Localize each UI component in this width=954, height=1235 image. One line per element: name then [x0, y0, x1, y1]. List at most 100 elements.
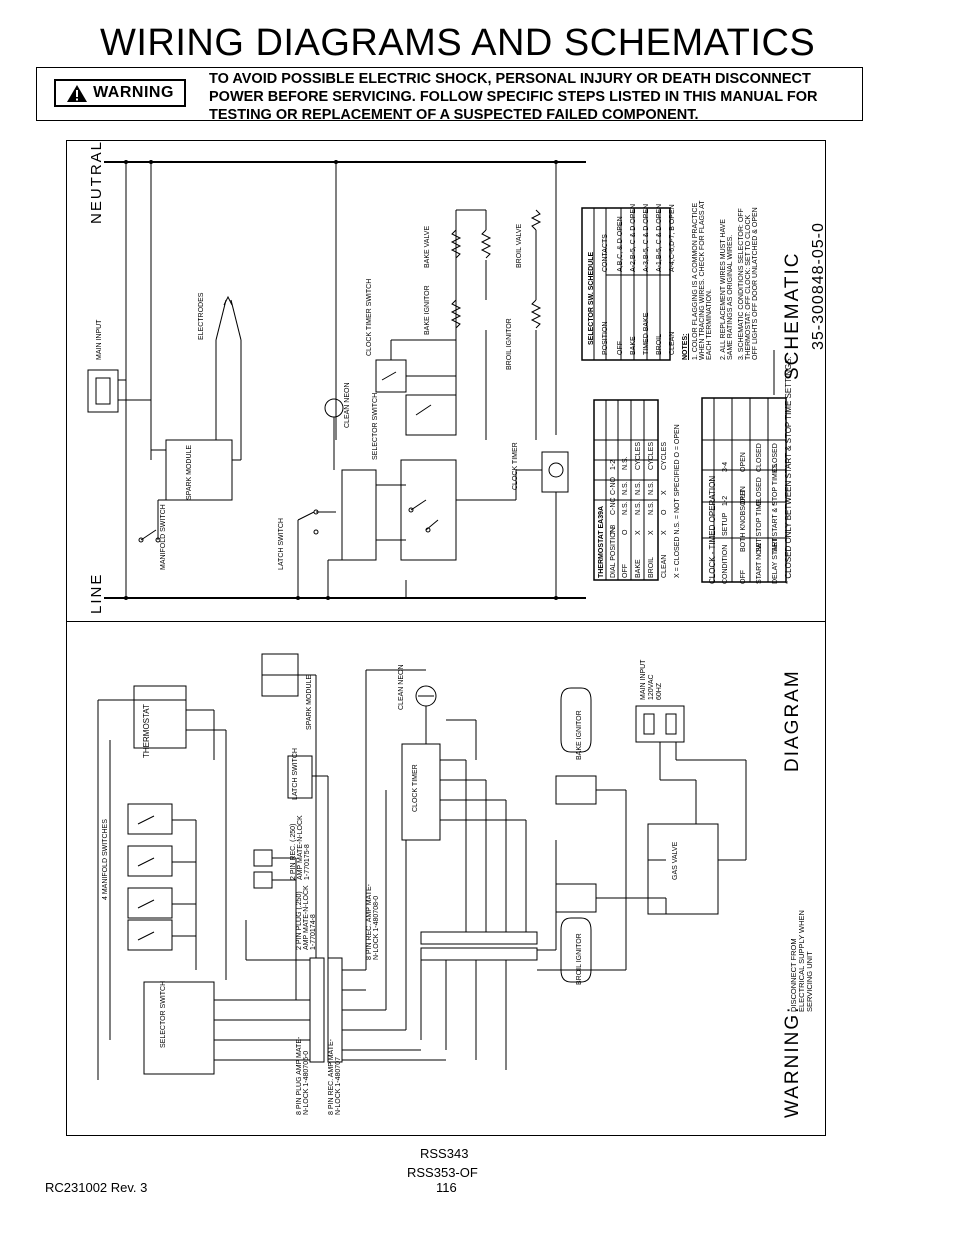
line-label: LINE	[88, 572, 105, 614]
selector-row-position: TIMED BAKE	[643, 312, 650, 355]
thermostat-table-cell: CLEAN	[661, 554, 668, 578]
clock-timer-label: CLOCK TIMER	[512, 442, 519, 490]
selector-switch-diagram-label: SELECTOR SWITCH	[160, 980, 167, 1048]
electrodes-label: ELECTRODES	[198, 292, 205, 340]
clean-neon-label: CLEAN NEON	[344, 382, 351, 428]
gas-valve-label: GAS VALVE	[672, 841, 679, 880]
clock-table-header: CONDITION	[722, 544, 729, 584]
schematic-part-number: 35-300848-05-0	[810, 222, 827, 350]
latch-switch-label: LATCH SWITCH	[278, 518, 285, 570]
drawing-divider	[66, 621, 826, 622]
thermostat-table-cell: X	[661, 530, 668, 535]
thermostat-table-header: 7-8	[610, 524, 617, 535]
neutral-label: NEUTRAL	[88, 139, 105, 224]
manifold-switches-label: 4 MANIFOLD SWITCHES	[102, 819, 109, 900]
main-input-label: MAIN INPUT	[96, 319, 103, 360]
manifold-switch-label: MANIFOLD SWITCH	[160, 504, 167, 570]
thermostat-table-cell: BAKE	[635, 559, 642, 578]
selector-row-position: BROIL	[656, 333, 663, 355]
footer-model-1: RSS343	[420, 1146, 469, 1161]
selector-row-contacts: A-4,C-6,D-7, B OPEN	[669, 204, 676, 272]
warning-badge: WARNING	[54, 79, 186, 107]
clock-table-header: 3-4	[722, 461, 729, 472]
diagram-warning-prefix: WARNING:	[782, 1005, 803, 1118]
plug-8pin-plug-label: 8 PIN PLUG AMP MATE-N-LOCK 1-480706-0	[296, 1036, 310, 1115]
selector-schedule-header-contacts: CONTACTS	[602, 234, 609, 272]
plug-2pin-label: 2 PIN PLUG (.250) AMP MATE-N-LOCK 1-7701…	[296, 885, 317, 950]
latch-switch-diagram-label: LATCH SWITCH	[292, 748, 299, 800]
bake-ignitor-diagram-label: BAKE IGNITOR	[576, 710, 583, 760]
notes-item: 3. SCHEMATIC CONDITIONS SELECTOR: OFF TH…	[738, 207, 759, 360]
clock-table-note: * CLOSED ONLY BETWEEN START & STOP TIME …	[784, 356, 793, 584]
thermostat-table-cell: N.S.	[648, 481, 655, 495]
warning-box: WARNING TO AVOID POSSIBLE ELECTRIC SHOCK…	[36, 67, 863, 123]
clock-table-header: SETUP	[722, 512, 729, 536]
bake-ignitor-label: BAKE IGNITOR	[424, 285, 431, 335]
broil-valve-label: BROIL VALVE	[516, 223, 523, 268]
page-title: WIRING DIAGRAMS AND SCHEMATICS	[100, 22, 816, 64]
thermostat-table-cell: CYCLES	[661, 441, 668, 470]
clock-table-cell: OPEN	[740, 486, 747, 506]
thermostat-table-cell: N.S.	[622, 481, 629, 495]
clock-table-cell: CLOSED	[772, 443, 779, 472]
warning-label: WARNING	[93, 84, 174, 101]
thermostat-table-cell: N.S.	[622, 501, 629, 515]
thermostat-table-cell: N.S.	[635, 501, 642, 515]
clock-table-cell: OPEN	[740, 452, 747, 472]
notes-item: 1. COLOR FLAGGING IS A COMMON PRACTICE W…	[692, 200, 713, 360]
clock-table-cell: OFF	[740, 570, 747, 584]
thermostat-table-cell: N.S.	[622, 456, 629, 470]
selector-switch-label: SELECTOR SWITCH	[372, 392, 379, 460]
selector-row-position: BAKE	[630, 336, 637, 355]
main-input-diagram-label: MAIN INPUT 120VAC 60HZ	[640, 659, 663, 700]
thermostat-table-header: C-NC	[610, 497, 617, 516]
thermostat-table-cell: OFF	[622, 564, 629, 578]
notes-title: NOTES:	[682, 333, 689, 360]
drawing-frame	[66, 140, 826, 1136]
selector-row-contacts: A-2,B-5, C & D OPEN	[630, 203, 637, 272]
clock-table-cell: CLOSED	[756, 477, 763, 506]
thermostat-table-cell: N.S.	[635, 481, 642, 495]
thermostat-table-cell: O	[622, 529, 629, 535]
footer-doc-id: RC231002 Rev. 3	[45, 1180, 148, 1195]
wiring-drawing	[87, 160, 787, 1080]
footer-page-number: 116	[436, 1180, 457, 1195]
selector-schedule-title: SELECTOR SW. SCHEDULE	[588, 251, 595, 345]
clock-table-cell: SET START & STOP TIMES	[772, 463, 779, 552]
thermostat-table-cell: BROIL	[648, 556, 655, 578]
selector-row-contacts: A,B,C, & D OPEN	[617, 216, 624, 272]
thermostat-table-title: THERMOSTAT EA39A	[598, 505, 605, 578]
plug-2pin-rec-label: 2 PIN REC. (.250) AMP MATE-N-LOCK 1-7701…	[290, 815, 311, 880]
clock-table-cell: SET STOP TIME	[756, 499, 763, 552]
clean-neon-diagram-label: CLEAN NEON	[398, 664, 405, 710]
warning-triangle-icon	[67, 84, 88, 102]
notes-item: 2. ALL REPLACEMENT WIRES MUST HAVE SAME …	[720, 219, 734, 360]
selector-row-contacts: A-1,B-5, C & D OPEN	[656, 203, 663, 272]
spark-module-label: SPARK MODULE	[186, 444, 193, 500]
thermostat-table-cell: N.S.	[648, 501, 655, 515]
clock-timer-switch-label: CLOCK TIMER SWITCH	[366, 278, 373, 356]
selector-schedule-header-position: POSITION	[602, 321, 609, 355]
thermostat-table-cell: X	[648, 530, 655, 535]
thermostat-table-cell: X	[635, 530, 642, 535]
footer-model-2: RSS353-OF	[407, 1165, 478, 1180]
clock-table-title: CLOCK - TIMED OPERATION	[708, 475, 717, 584]
plug-8pin-rec-top-label: 8 PIN REC. AMP MATE-N-LOCK 1-480708-0	[366, 884, 380, 960]
thermostat-table-cell: O	[661, 509, 668, 515]
thermostat-label: THERMOSTAT	[142, 704, 151, 758]
clock-table-header: 1-2	[722, 495, 729, 506]
broil-ignitor-diagram-label: BROIL IGNITOR	[576, 933, 583, 985]
diagram-warning-text: DISCONNECT FROM ELECTRICAL SUPPLY WHEN S…	[789, 910, 814, 1012]
plug-8pin-rec-bottom-label: 8 PIN REC. AMP MATE-N-LOCK 1-480707	[328, 1039, 342, 1115]
bake-valve-label: BAKE VALVE	[424, 225, 431, 268]
clock-table-cell: CLOSED	[756, 443, 763, 472]
thermostat-table-header: C-NO	[610, 477, 617, 495]
selector-row-contacts: A-3,B-5, C & D OPEN	[643, 203, 650, 272]
broil-ignitor-label: BROIL IGNITOR	[506, 318, 513, 370]
thermostat-table-legend: X = CLOSED N.S. = NOT SPECIFIED O = OPEN	[674, 424, 681, 578]
spark-module-diagram-label: SPARK MODULE	[306, 674, 313, 730]
diagram-label: DIAGRAM	[782, 669, 803, 772]
clock-timer-diagram-label: CLOCK TIMER	[412, 764, 419, 812]
clock-table-cell: *	[772, 503, 779, 506]
thermostat-table-cell: X	[661, 490, 668, 495]
